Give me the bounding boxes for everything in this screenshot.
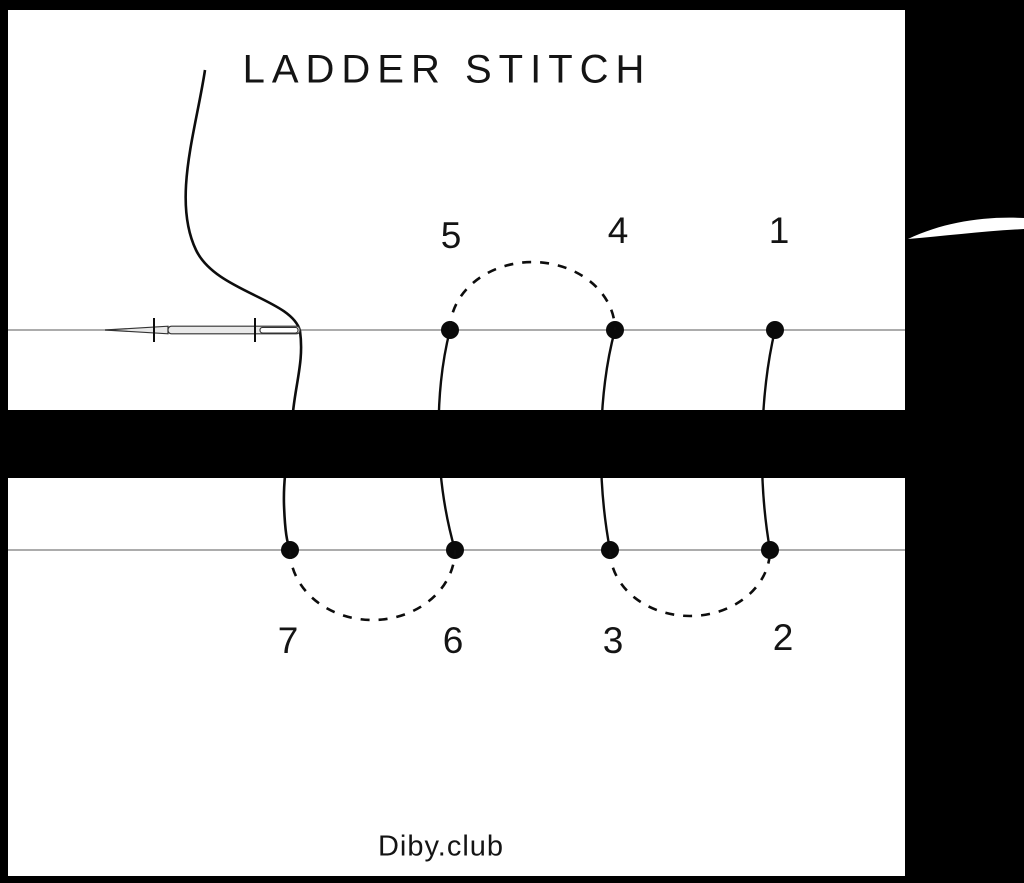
needle-eye <box>259 326 299 334</box>
stitch-number-label-3: 3 <box>602 620 624 661</box>
stitch-number-label-1: 1 <box>768 210 790 251</box>
stitch-number-label-4: 4 <box>607 210 629 251</box>
fabric-gap <box>0 410 1024 478</box>
needle-tip <box>105 326 168 334</box>
thread-curve <box>184 69 303 551</box>
fabric-panel-bottom <box>8 478 905 876</box>
needle-icon <box>104 318 301 342</box>
stitch-number-label-5: 5 <box>440 215 462 256</box>
hidden-stitch-arc-2-3 <box>608 549 772 618</box>
needle-blade-icon <box>908 217 1024 239</box>
stitch-dot-1 <box>766 321 784 339</box>
hidden-stitch-arc-4-5 <box>448 260 617 331</box>
stitch-dot-2 <box>761 541 779 559</box>
stitch-number-label-2: 2 <box>772 617 794 658</box>
hidden-stitch-arc-6-7 <box>288 549 457 622</box>
stitch-number-label-7: 7 <box>277 620 299 661</box>
stitch-number-label-6: 6 <box>442 620 464 661</box>
diagram-title: LADDER STITCH <box>242 47 652 92</box>
needle-shaft-outline <box>167 325 301 335</box>
brand-watermark: Diby.club <box>377 830 505 863</box>
fabric-panel-top <box>8 10 905 410</box>
